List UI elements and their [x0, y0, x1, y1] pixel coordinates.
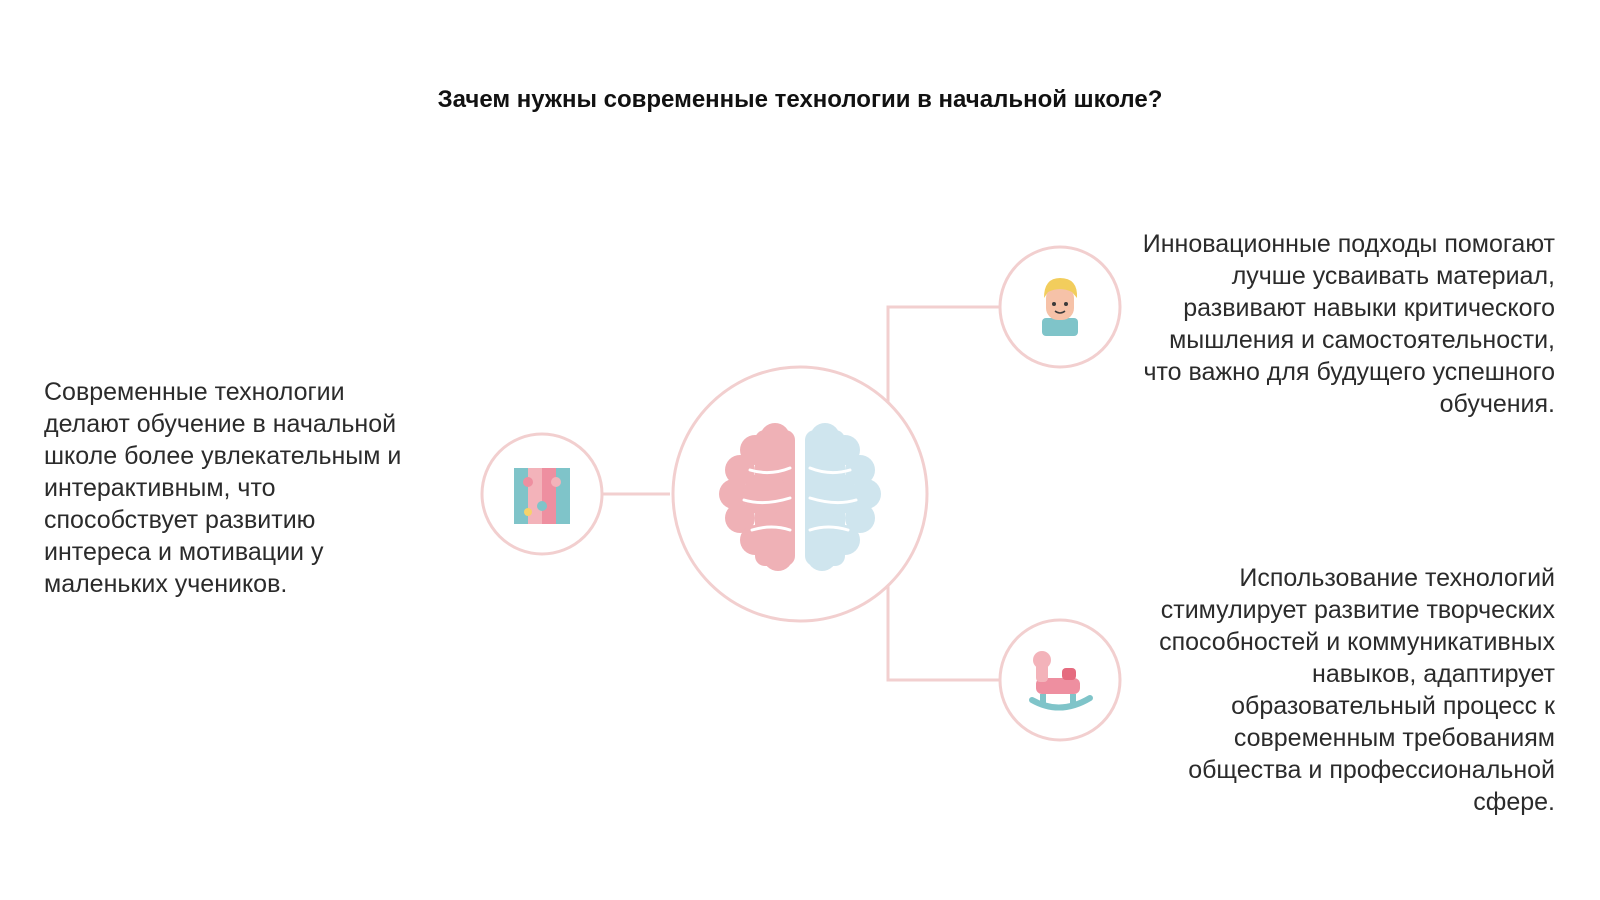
bottom-right-node	[998, 618, 1122, 742]
text-block-right-bottom: Использование технологий стимулирует раз…	[1159, 564, 1555, 816]
connector-bottom-right	[886, 586, 1000, 682]
text-block-left: Современные технологии делают обучение в…	[44, 378, 402, 598]
puzzle-icon	[514, 468, 570, 524]
rocking-horse-icon	[1029, 651, 1093, 711]
text-block-right-top: Инновационные подходы помогают лучше усв…	[1142, 230, 1555, 418]
page-title: Зачем нужны современные технологии в нач…	[437, 86, 1163, 113]
top-right-node	[998, 245, 1122, 369]
connector-top-right	[886, 305, 1000, 404]
brain-icon	[719, 423, 881, 571]
center-node	[671, 365, 929, 623]
left-node	[480, 432, 604, 556]
child-icon	[1042, 278, 1078, 336]
